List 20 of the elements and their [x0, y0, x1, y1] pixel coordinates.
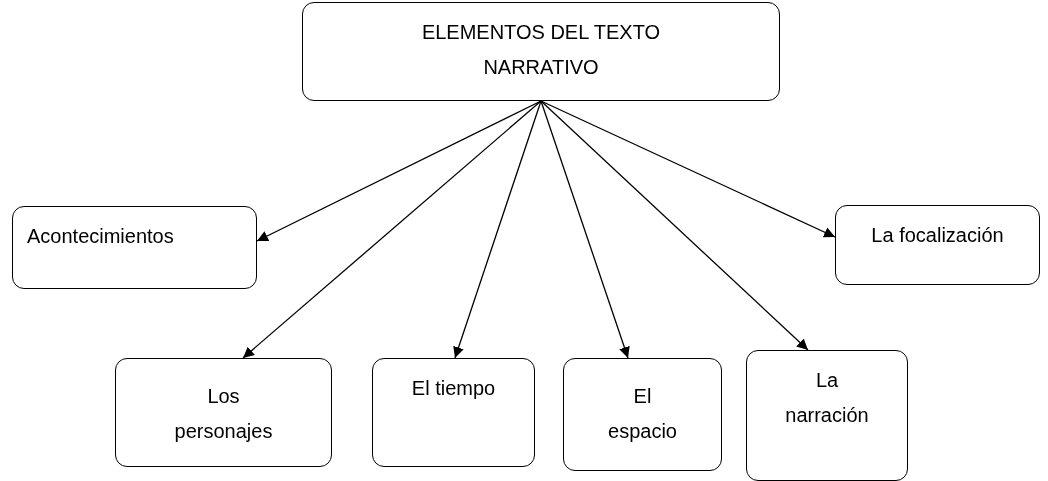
- concept-label: El espacio: [607, 384, 678, 444]
- concept-box: [563, 358, 722, 471]
- concept-label: ELEMENTOS DEL TEXTO NARRATIVO: [420, 20, 662, 80]
- concept-label: Acontecimientos: [27, 224, 175, 249]
- concept-box: [372, 358, 535, 467]
- concept-label: Los personajes: [173, 384, 274, 444]
- arrow: [540, 100, 836, 238]
- concept-box: [12, 206, 257, 289]
- concept-label: El tiempo: [410, 376, 497, 401]
- concept-box: [302, 2, 780, 101]
- arrow: [540, 100, 809, 351]
- concept-box: [746, 350, 908, 481]
- concept-label: La narración: [784, 368, 870, 428]
- arrow: [540, 100, 630, 359]
- arrow: [242, 100, 542, 359]
- concept-label: La focalización: [870, 223, 1005, 248]
- arrow: [256, 100, 542, 242]
- concept-box: [115, 358, 332, 467]
- arrow: [453, 100, 542, 359]
- concept-box: [835, 205, 1040, 285]
